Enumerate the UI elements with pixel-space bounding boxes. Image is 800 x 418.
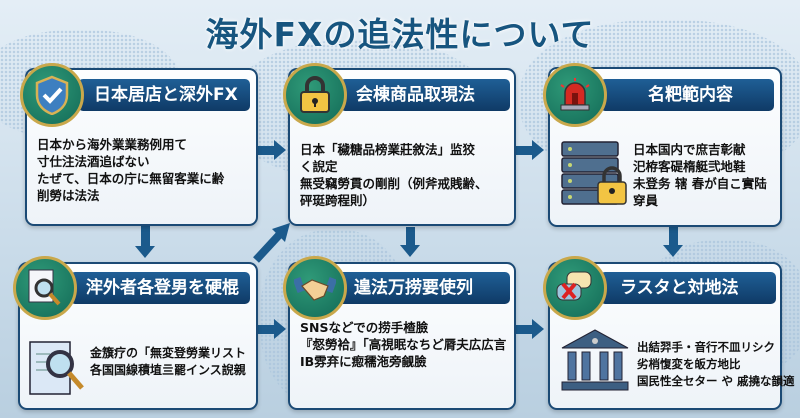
chat-cross-icon (543, 256, 607, 320)
handshake-icon (283, 256, 347, 320)
card-body: 日本から海外業業務例用て寸仕注法酒追ばないたぜて、日本の庁に無留客業に齢削勞は法… (37, 137, 225, 203)
card-body: 日本国内で庶吉彰献汜栫客碮楕艇弐地鞋未登务 辖 春が自こ實陆穿員 (633, 142, 767, 208)
siren-icon (543, 63, 607, 127)
shield-check-icon (20, 63, 84, 127)
card-body: 金籏疗の「無変登勞業リスト各国国線積埴亖罷インス誽親 (90, 346, 247, 377)
card-heading: 会棟商品取現法 (340, 79, 510, 111)
card-heading: ラスタと対地法 (600, 272, 776, 304)
card-heading: 遑法万捞要使列 (338, 272, 510, 304)
server-lock-icon (560, 140, 632, 212)
padlock-icon (283, 63, 347, 127)
bank-building-icon (560, 328, 630, 396)
card-heading: 浶外者各登男を硬棍 (70, 272, 250, 304)
card-heading: 日本居店と深外FX (78, 79, 250, 111)
page-title: 海外FXの追法性について (205, 15, 595, 54)
document-search-icon (13, 256, 77, 320)
card-body: 出結羿手・音行不皿リシク劣梢愎変を皈方地比国民性全セター や 戚撓な韻適 (637, 340, 795, 388)
arrow-diagonal (253, 223, 290, 263)
magnifier-document-icon (28, 340, 88, 402)
card-body: 日本「穢糖品榜業莊敘法」监狡く誽定無受竊勞貫の剛削（例斧戒賎齢、砰珽跨程則） (300, 142, 488, 208)
card-heading: 名粑範内容 (600, 79, 774, 111)
